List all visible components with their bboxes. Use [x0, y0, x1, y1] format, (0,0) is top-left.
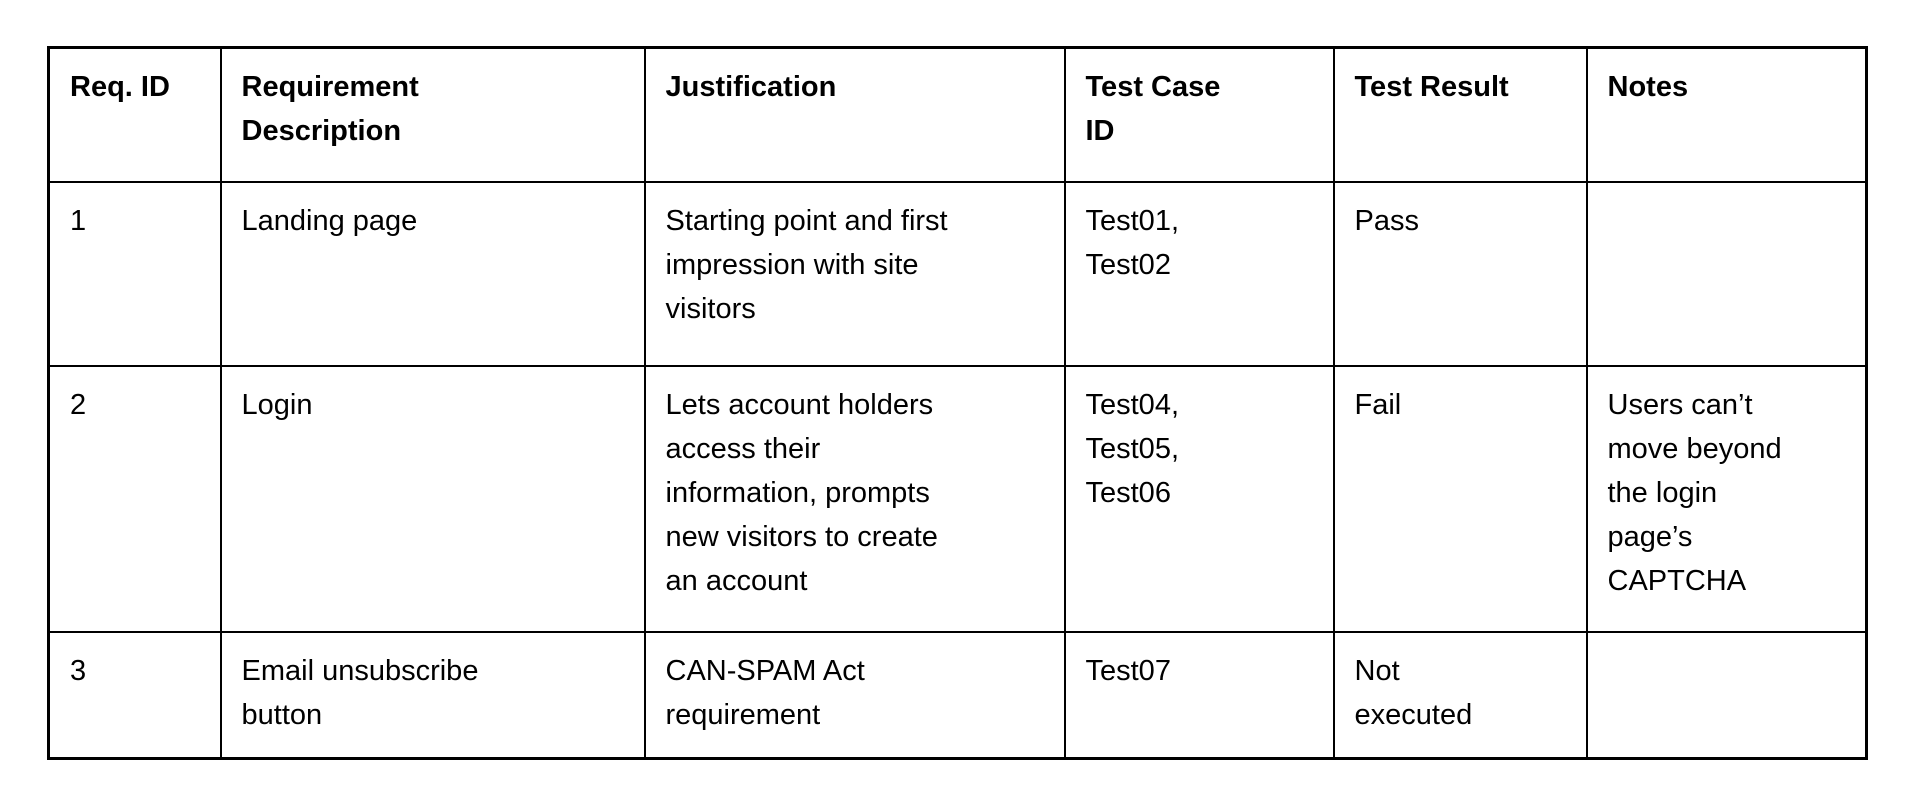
header-cell-requirement-description: Requirement Description — [219, 46, 646, 183]
table-row: 1 Landing page Starting point and first … — [47, 180, 1868, 367]
cell-test-result: Not executed — [1332, 630, 1588, 760]
cell-req-id: 3 — [47, 630, 222, 760]
cell-req-id: 2 — [47, 364, 222, 633]
cell-req-id: 1 — [47, 180, 222, 367]
cell-test-case-id: Test01, Test02 — [1063, 180, 1335, 367]
cell-justification: Starting point and first impression with… — [643, 180, 1066, 367]
cell-test-case-id: Test04, Test05, Test06 — [1063, 364, 1335, 633]
cell-justification: CAN-SPAM Act requirement — [643, 630, 1066, 760]
header-cell-notes: Notes — [1585, 46, 1868, 183]
cell-justification: Lets account holders access their inform… — [643, 364, 1066, 633]
cell-notes — [1585, 180, 1868, 367]
cell-requirement-description: Landing page — [219, 180, 646, 367]
table-header-row: Req. ID Requirement Description Justific… — [47, 46, 1868, 183]
cell-test-case-id: Test07 — [1063, 630, 1335, 760]
header-cell-justification: Justification — [643, 46, 1066, 183]
cell-notes — [1585, 630, 1868, 760]
cell-requirement-description: Email unsubscribe button — [219, 630, 646, 760]
cell-notes: Users can’t move beyond the login page’s… — [1585, 364, 1868, 633]
cell-test-result: Pass — [1332, 180, 1588, 367]
header-cell-test-case-id: Test Case ID — [1063, 46, 1335, 183]
cell-test-result: Fail — [1332, 364, 1588, 633]
table-row: 2 Login Lets account holders access thei… — [47, 364, 1868, 633]
table-row: 3 Email unsubscribe button CAN-SPAM Act … — [47, 630, 1868, 760]
requirements-traceability-table: Req. ID Requirement Description Justific… — [47, 46, 1868, 760]
header-cell-req-id: Req. ID — [47, 46, 222, 183]
cell-requirement-description: Login — [219, 364, 646, 633]
header-cell-test-result: Test Result — [1332, 46, 1588, 183]
